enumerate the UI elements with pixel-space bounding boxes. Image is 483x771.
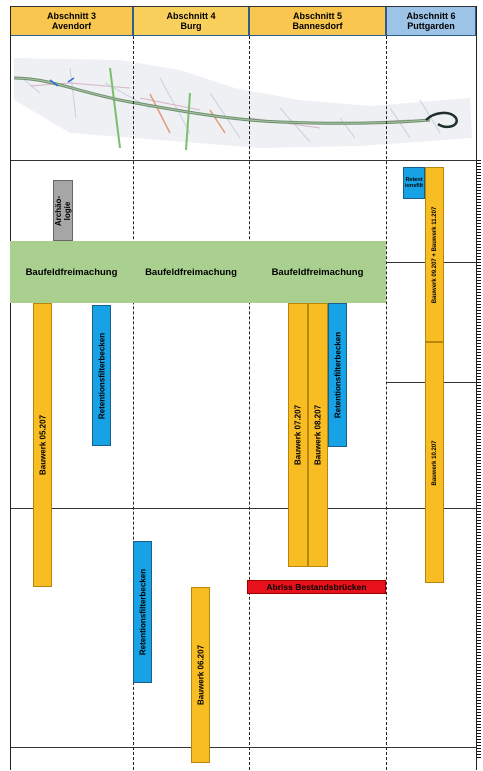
grid-divider-5-6 [386,36,387,770]
retentionsfilterbecken-section-5-label: Retentionsfilterbecken [333,331,342,419]
baufeldfreimachung-section-5-label: Baufeldfreimachung [271,266,364,278]
header-section-5-place: Bannesdorf [292,21,343,31]
baufeldfreimachung-section-3: Baufeldfreimachung [10,241,133,303]
header-section-5: Abschnitt 5 Bannesdorf [249,6,386,36]
header-section-6-title: Abschnitt 6 [406,11,456,21]
bauwerk-08-label: Bauwerk 08.207 [313,404,323,466]
archaeologie-bar: Archäo- logie [53,180,73,241]
header-section-3-title: Abschnitt 3 [46,11,96,21]
bauwerk-05-label: Bauwerk 05.207 [38,414,47,476]
bauwerk-07-bar: Bauwerk 07.207 [288,303,308,567]
header-section-5-title: Abschnitt 5 [292,11,342,21]
retentionsfilterbecken-section-5-bar: Retentionsfilterbecken [328,303,347,447]
bauwerk-07-label: Bauwerk 07.207 [293,404,303,466]
bauwerk-06-label: Bauwerk 06.207 [196,644,205,706]
header-section-6: Abschnitt 6 Puttgarden [386,6,476,36]
grid-row-2 [10,508,476,509]
header-section-4-title: Abschnitt 4 [166,11,216,21]
baufeldfreimachung-section-4-label: Baufeldfreimachung [145,266,237,278]
baufeldfreimachung-section-5: Baufeldfreimachung [249,241,386,303]
retentionsfilterbecken-section-4-bar: Retentionsfilterbecken [133,541,152,683]
bauwerk-05-bar: Bauwerk 05.207 [33,303,52,587]
bauwerk-09-11-bar: Bauwerk 09.207 + Bauwerk 11.207 [425,167,444,342]
header-section-6-place: Puttgarden [407,21,455,31]
retentionsfilterbecken-section-4-label: Retentionsfilterbecken [138,568,147,656]
header-section-4-place: Burg [180,21,202,31]
header-section-3-place: Avendorf [51,21,92,31]
retentionsfilterbecken-section-3-bar: Retentionsfilterbecken [92,305,111,446]
archaeologie-label: Archäo- logie [54,195,72,226]
bauwerk-08-bar: Bauwerk 08.207 [308,303,328,567]
right-hatched-margin [477,160,481,760]
bauwerk-10-label: Bauwerk 10.207 [431,439,438,486]
grid-row-1 [10,160,476,161]
retentionsfilterbecken-section-3-label: Retentionsfilterbecken [97,332,106,419]
bauwerk-10-bar: Bauwerk 10.207 [425,342,444,583]
grid-top [10,6,476,7]
header-section-4: Abschnitt 4 Burg [133,6,249,36]
bauwerk-06-bar: Bauwerk 06.207 [191,587,210,763]
grid-right-edge [476,6,477,770]
grid-row-3 [10,747,476,748]
baufeldfreimachung-section-4: Baufeldfreimachung [133,241,249,303]
grid-divider-3-4 [133,36,134,770]
abriss-bestandsbruecken-bar: Abriss Bestandsbrücken [247,580,386,594]
grid-left-edge [10,6,11,770]
retentionsfilterbecken-section-6-bar: Retent ionsfilt [403,167,425,199]
retentionsfilterbecken-section-6-label: Retent ionsfilt [404,177,424,189]
bauwerk-09-11-label: Bauwerk 09.207 + Bauwerk 11.207 [431,206,438,303]
header-section-3: Abschnitt 3 Avendorf [10,6,133,36]
abriss-bestandsbruecken-label: Abriss Bestandsbrücken [266,582,367,592]
route-map-image [10,38,476,160]
grid-divider-4-5 [249,36,250,770]
baufeldfreimachung-section-3-label: Baufeldfreimachung [25,266,118,278]
